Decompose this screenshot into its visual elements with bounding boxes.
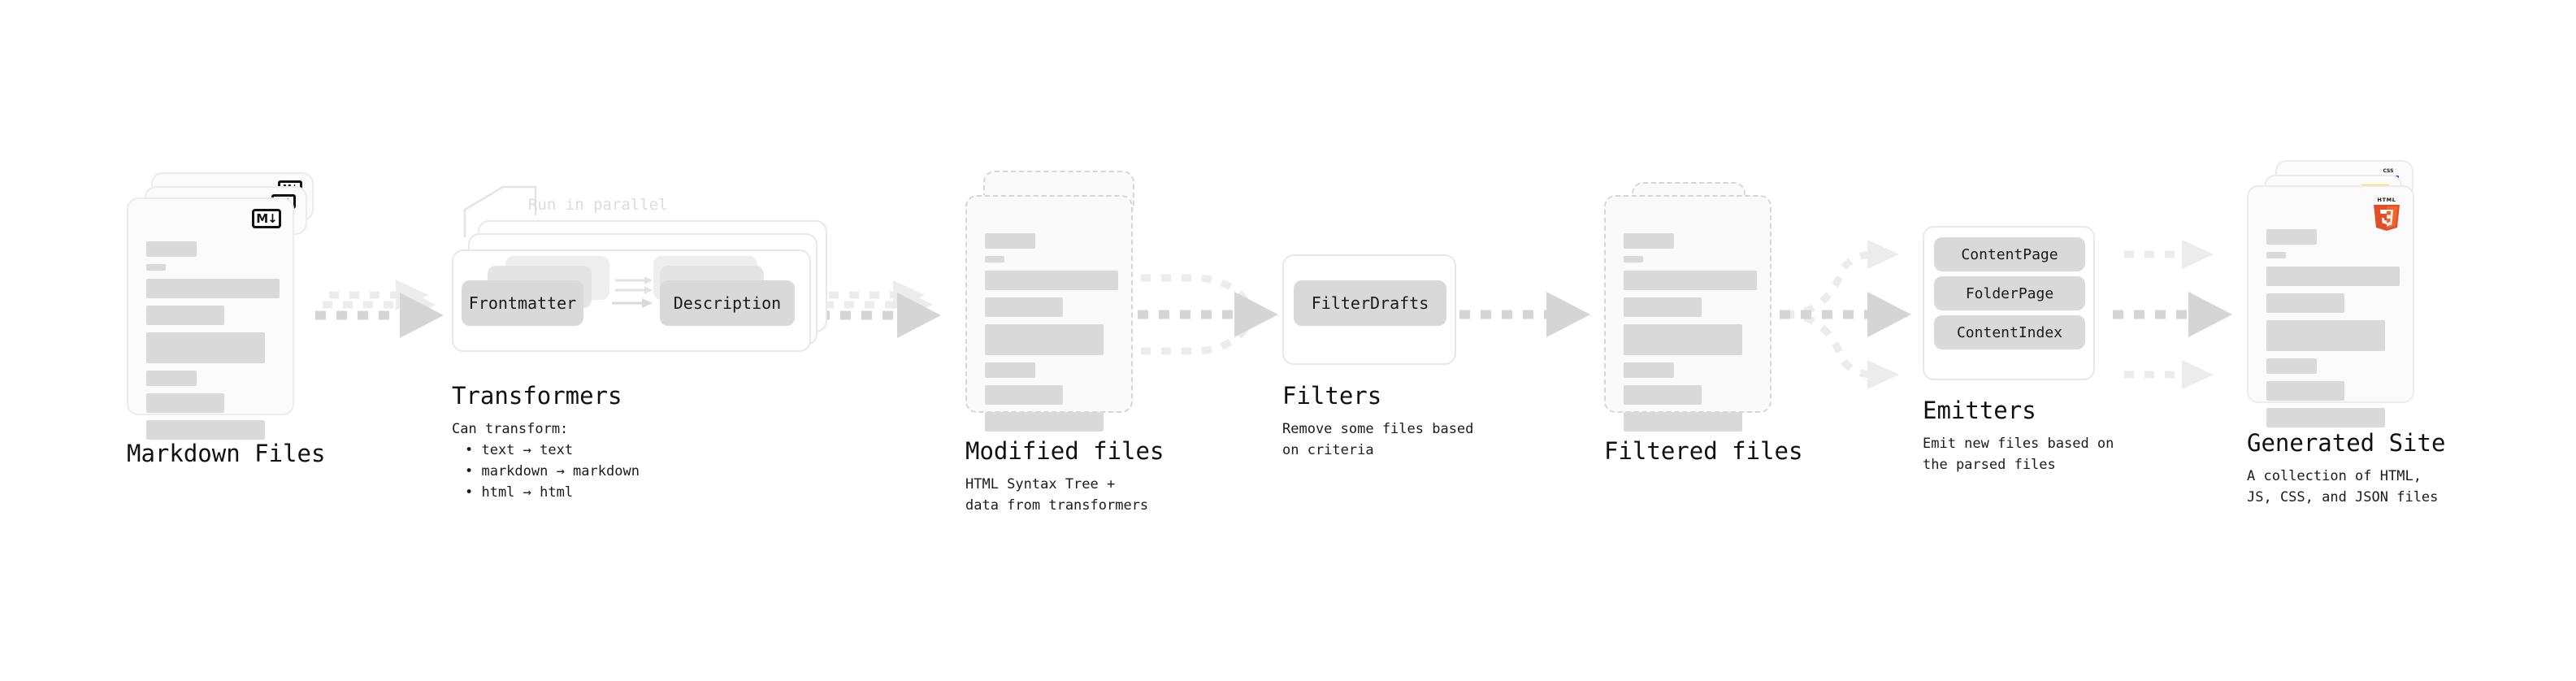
arrow-transformers-to-modified	[819, 280, 941, 338]
stage-title-filters: Filters	[1282, 382, 1382, 410]
skeleton-bar	[1624, 297, 1702, 317]
arrow-modified-to-filters	[1138, 274, 1278, 355]
skeleton-bar	[1624, 324, 1742, 355]
skeleton-bar	[2266, 358, 2317, 374]
skeleton-bar	[985, 324, 1104, 355]
modified-card-front	[965, 195, 1133, 432]
arrow-markdown-to-transformers	[315, 280, 444, 338]
markdown-card-front: M↓	[127, 197, 294, 440]
skeleton-bar	[146, 264, 166, 271]
skeleton-bar	[2266, 267, 2400, 286]
skeleton-bar	[985, 233, 1035, 249]
transformer-chip-description[interactable]: Description	[660, 280, 795, 326]
skeleton-bar	[985, 297, 1063, 317]
skeleton-bar	[2266, 408, 2385, 427]
emitter-chip-folderpage[interactable]: FolderPage	[1934, 276, 2085, 310]
transformers-bullet-1: • markdown → markdown	[465, 463, 640, 479]
annotation-run-in-parallel: Run in parallel	[528, 196, 668, 214]
skeleton-bar	[1624, 385, 1702, 405]
skeleton-bar	[2266, 252, 2286, 258]
arrow-filters-to-filtered	[1459, 292, 1590, 337]
emitters-subtitle: Emit new files based on the parsed files	[1923, 436, 2114, 473]
stage-title-filtered-files: Filtered files	[1604, 437, 1803, 465]
skeleton-bar	[985, 256, 1004, 262]
stage-title-transformers: Transformers	[452, 382, 622, 410]
skeleton-bar	[1624, 271, 1757, 290]
svg-text:HTML: HTML	[2378, 197, 2396, 203]
emitter-chip-contentindex[interactable]: ContentIndex	[1934, 315, 2085, 349]
arrow-filtered-to-emitters	[1780, 240, 1911, 389]
arrow-emitters-to-site	[2113, 240, 2232, 389]
transformers-bullet-2: • html → html	[465, 484, 574, 501]
skeleton-bar	[2266, 229, 2317, 245]
skeleton-bar	[1624, 233, 1674, 249]
transformer-chip-frontmatter[interactable]: Frontmatter	[462, 280, 583, 326]
skeleton-bar	[146, 371, 197, 386]
skeleton-bar	[1624, 362, 1674, 378]
skeleton-bar	[985, 271, 1118, 290]
stage-title-emitters: Emitters	[1923, 397, 2036, 424]
generated-site-subtitle: A collection of HTML, JS, CSS, and JSON …	[2247, 468, 2439, 505]
skeleton-bar	[1624, 412, 1742, 432]
filtered-card-front	[1604, 195, 1772, 432]
skeleton-bar	[985, 412, 1104, 432]
transformers-bullet-0: • text → text	[465, 442, 574, 458]
skeleton-bar	[146, 332, 265, 363]
site-card-front: HTML	[2247, 185, 2414, 427]
skeleton-bar	[146, 279, 280, 298]
skeleton-bar	[146, 393, 224, 413]
emitter-chip-contentpage[interactable]: ContentPage	[1934, 237, 2085, 271]
stage-title-modified-files: Modified files	[965, 437, 1164, 465]
skeleton-bar	[2266, 293, 2344, 313]
skeleton-bar	[985, 362, 1035, 378]
skeleton-bar	[146, 241, 197, 257]
skeleton-bar	[146, 306, 224, 325]
modified-files-subtitle: HTML Syntax Tree + data from transformer…	[965, 476, 1149, 514]
css3-icon-label: CSS	[2383, 168, 2394, 174]
stage-title-markdown-files: Markdown Files	[127, 440, 326, 467]
skeleton-bar	[985, 385, 1063, 405]
stage-title-generated-site: Generated Site	[2247, 429, 2446, 457]
skeleton-bar	[2266, 381, 2344, 401]
skeleton-bar	[1624, 256, 1643, 262]
markdown-badge-icon: M↓	[252, 209, 281, 228]
html5-icon: HTML	[2370, 195, 2403, 231]
transformers-subtitle: Can transform:	[452, 421, 569, 437]
filters-subtitle: Remove some files based on criteria	[1282, 421, 1474, 458]
skeleton-bar	[146, 420, 265, 440]
skeleton-bar	[2266, 320, 2385, 351]
filter-chip-filterdrafts[interactable]: FilterDrafts	[1294, 280, 1446, 326]
